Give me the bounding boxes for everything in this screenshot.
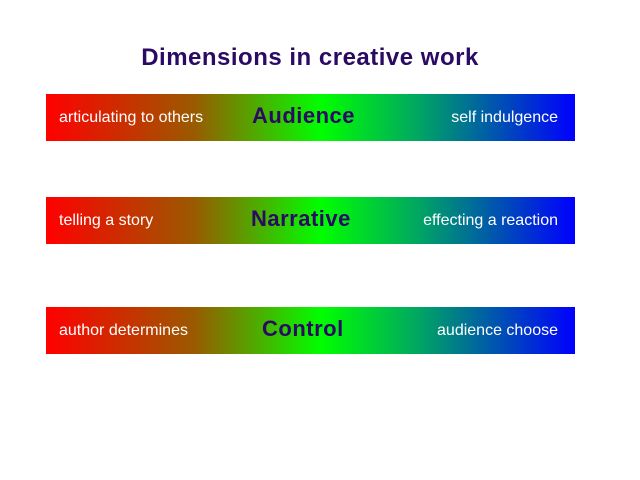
- dimension-right-label: effecting a reaction: [423, 212, 558, 229]
- dimension-bar-narrative: telling a story Narrative effecting a re…: [46, 197, 575, 244]
- dimension-right-label: self indulgence: [451, 109, 558, 126]
- dimension-left-label: telling a story: [59, 212, 154, 229]
- page-title: Dimensions in creative work: [141, 44, 479, 71]
- dimension-name: Control: [262, 316, 344, 341]
- dimension-right-label: audience choose: [437, 322, 558, 339]
- dimension-left-label: author determines: [59, 322, 188, 339]
- dimension-name: Audience: [252, 103, 356, 128]
- dimension-name: Narrative: [251, 206, 351, 231]
- dimension-bar-audience: articulating to others Audience self ind…: [46, 94, 575, 141]
- dimension-left-label: articulating to others: [59, 109, 204, 126]
- dimension-bar-control: author determines Control audience choos…: [46, 307, 575, 354]
